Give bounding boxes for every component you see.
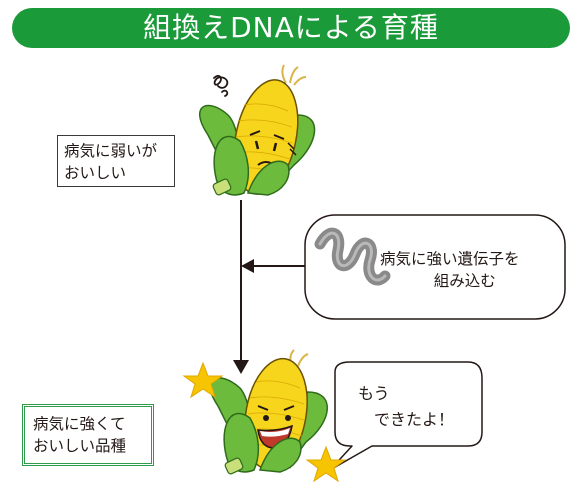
speech-bubble-line: できたよ！ — [374, 410, 455, 429]
gene-bubble-line: 組み込む — [433, 272, 496, 290]
insert-arrow — [241, 259, 305, 273]
process-arrow — [233, 200, 249, 374]
gene-icon — [314, 227, 391, 286]
page-title: 組換えDNAによる育種 — [143, 11, 439, 44]
speech-bubble-text: もう できたよ！ — [358, 381, 454, 433]
before-label: 病気に弱いが おいしい — [57, 135, 175, 187]
worried-corn-icon — [198, 64, 316, 196]
gene-bubble-line: 病気に強い遺伝子を — [380, 250, 520, 268]
star-icon — [182, 361, 224, 399]
before-label-line: 病気に弱いが — [64, 142, 158, 160]
gene-bubble-text: 病気に強い遺伝子を 組み込む — [380, 248, 520, 292]
star-icon — [305, 445, 347, 483]
after-label-line: 病気に強くて — [33, 415, 126, 433]
speech-bubble — [329, 361, 483, 471]
title-bar: 組換えDNAによる育種 — [12, 8, 570, 48]
speech-bubble-line: もう — [358, 384, 390, 403]
before-label-line: おいしい — [64, 164, 127, 182]
after-label-line: おいしい品種 — [33, 437, 127, 455]
happy-corn-icon — [209, 349, 328, 475]
swirl-icon — [213, 74, 229, 97]
after-label: 病気に強くて おいしい品種 — [22, 404, 154, 466]
